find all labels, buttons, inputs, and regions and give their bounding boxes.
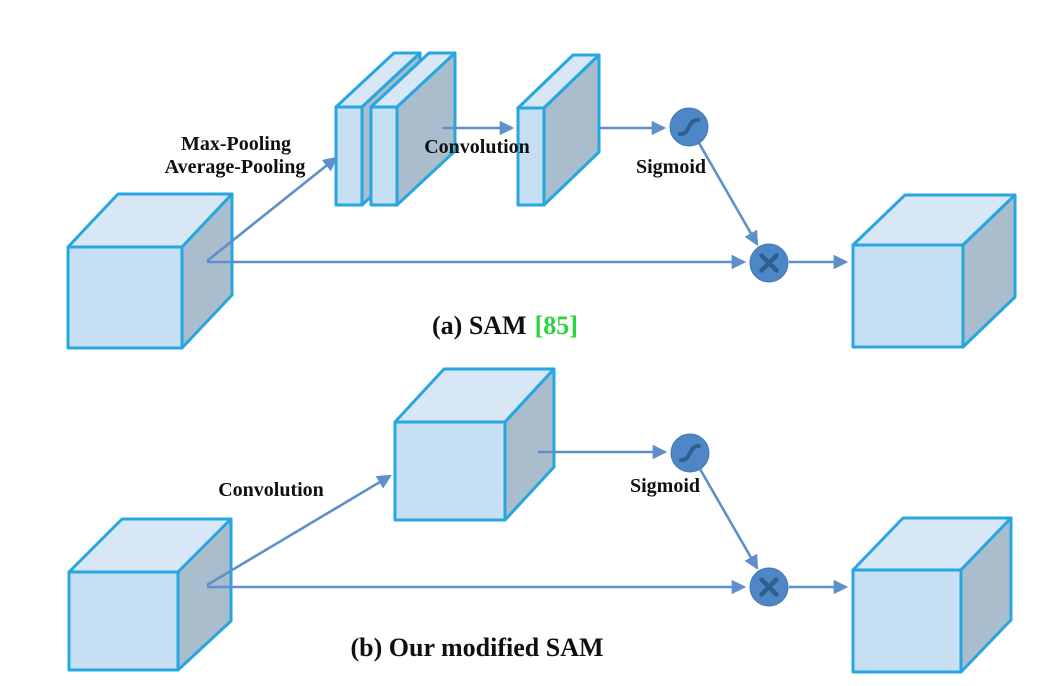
cube-front-face bbox=[851, 243, 965, 349]
caption-a-text: (a) SAM bbox=[432, 311, 527, 340]
output-feature-cube-b bbox=[851, 516, 1013, 674]
sigmoid-to-multiply-arrow-a bbox=[697, 142, 759, 246]
cube-front-face bbox=[393, 420, 507, 522]
caption-a-reference: [85] bbox=[535, 311, 578, 340]
diagram-b: Convolution Sigmoid (b) Our modified SAM bbox=[67, 367, 1013, 674]
attention-map-slab-a bbox=[516, 53, 601, 207]
sigmoid-icon bbox=[679, 444, 701, 462]
output-feature-cube-a bbox=[851, 193, 1017, 349]
attention-cube-b bbox=[393, 367, 556, 522]
cube-front-face bbox=[67, 570, 180, 672]
sigmoid-label-b: Sigmoid bbox=[630, 475, 700, 497]
convolution-arrow-b bbox=[206, 474, 392, 587]
multiply-node-b bbox=[749, 567, 789, 607]
caption-b: (b) Our modified SAM bbox=[350, 633, 603, 662]
slab-front-face bbox=[516, 106, 546, 207]
slab-front-face bbox=[369, 105, 399, 207]
sigmoid-to-multiply-arrow-b bbox=[698, 468, 759, 570]
multiply-icon bbox=[759, 577, 779, 597]
caption-a: (a) SAM [85] bbox=[432, 311, 578, 340]
multiply-icon bbox=[759, 253, 779, 273]
convolution-label-a: Convolution bbox=[424, 136, 530, 158]
pooling-label-line1: Max-Pooling bbox=[181, 133, 291, 155]
pooling-label-line2: Average-Pooling bbox=[165, 156, 306, 178]
cube-front-face bbox=[66, 245, 184, 350]
sigmoid-node-a bbox=[669, 107, 709, 147]
diagram-a: Max-Pooling Average-Pooling Convolution … bbox=[66, 51, 1017, 350]
pooled-maps-slabs-a bbox=[334, 51, 457, 207]
slab-front-face bbox=[334, 105, 364, 207]
convolution-label-b: Convolution bbox=[218, 479, 324, 501]
sigmoid-label-a: Sigmoid bbox=[636, 156, 706, 178]
input-feature-cube-b bbox=[67, 517, 233, 672]
sigmoid-node-b bbox=[670, 433, 710, 473]
multiply-node-a bbox=[749, 243, 789, 283]
input-feature-cube-a bbox=[66, 192, 234, 350]
cube-front-face bbox=[851, 568, 963, 674]
pooling-arrow-a bbox=[206, 156, 338, 263]
sigmoid-icon bbox=[678, 118, 700, 136]
